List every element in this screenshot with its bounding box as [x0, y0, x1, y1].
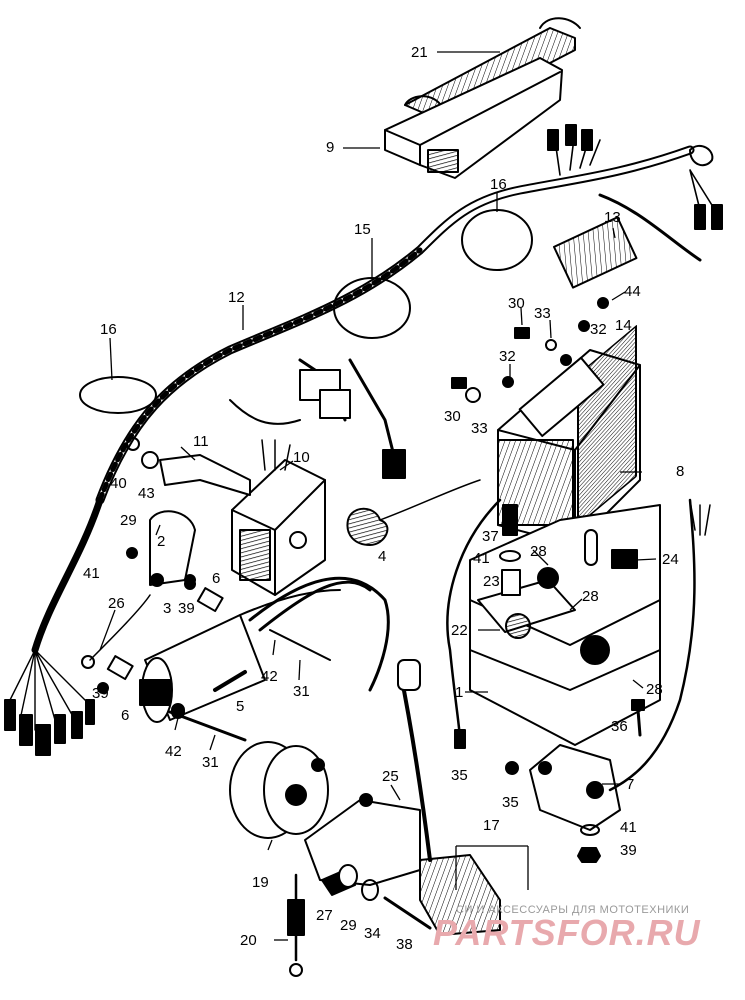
part-label-20: 20	[240, 932, 257, 949]
part-label-5: 5	[236, 698, 244, 715]
part-label-16: 16	[100, 321, 117, 338]
part-label-29: 29	[120, 512, 137, 529]
ignition-switch	[419, 854, 501, 936]
part-label-39: 39	[620, 842, 637, 859]
part-label-16: 16	[490, 176, 507, 193]
part-label-36: 36	[611, 718, 628, 735]
part-label-21: 21	[411, 44, 428, 61]
part-label-8: 8	[676, 463, 684, 480]
part-label-1: 1	[455, 684, 463, 701]
band-left	[79, 376, 157, 414]
part-label-3: 3	[163, 600, 171, 617]
part-label-24: 24	[662, 551, 679, 568]
part-label-27: 27	[316, 907, 333, 924]
part-label-4: 4	[378, 548, 386, 565]
watermark-caption: СИ И АКСЕССУАРЫ ДЛЯ МОТОТЕХНИКИ	[456, 904, 690, 916]
part-label-44: 44	[624, 283, 641, 300]
part-label-30: 30	[444, 408, 461, 425]
part-label-26: 26	[108, 595, 125, 612]
part-label-23: 23	[483, 573, 500, 590]
part-label-29: 29	[340, 917, 357, 934]
part-label-28: 28	[646, 681, 663, 698]
part-label-33: 33	[471, 420, 488, 437]
part-label-22: 22	[451, 622, 468, 639]
part-label-12: 12	[228, 289, 245, 306]
part-label-40: 40	[110, 475, 127, 492]
part-label-31: 31	[293, 683, 310, 700]
part-label-9: 9	[326, 139, 334, 156]
part-label-34: 34	[364, 925, 381, 942]
part-label-28: 28	[582, 588, 599, 605]
part-label-2: 2	[157, 533, 165, 550]
part-label-32: 32	[499, 348, 516, 365]
part-label-38: 38	[396, 936, 413, 953]
part-label-35: 35	[451, 767, 468, 784]
part-label-10: 10	[293, 449, 310, 466]
part-label-32: 32	[590, 321, 607, 338]
part-label-41: 41	[83, 565, 100, 582]
fuse-holder	[552, 216, 638, 289]
part-label-41: 41	[620, 819, 637, 836]
part-label-39: 39	[92, 685, 109, 702]
part-label-30: 30	[508, 295, 525, 312]
part-label-43: 43	[138, 485, 155, 502]
part-label-39: 39	[178, 600, 195, 617]
part-label-25: 25	[382, 768, 399, 785]
part-label-19: 19	[252, 874, 269, 891]
part-label-15: 15	[354, 221, 371, 238]
part-label-42: 42	[261, 668, 278, 685]
part-label-11: 11	[193, 433, 209, 450]
part-label-31: 31	[202, 754, 219, 771]
part-label-41: 41	[473, 550, 490, 567]
part-label-6: 6	[121, 707, 129, 724]
part-label-7: 7	[626, 776, 634, 793]
part-label-37: 37	[482, 528, 499, 545]
part-label-35: 35	[502, 794, 519, 811]
part-label-6: 6	[212, 570, 220, 587]
watermark-brand: PARTSFOR.RU	[433, 912, 701, 953]
part-label-42: 42	[165, 743, 182, 760]
part-label-33: 33	[534, 305, 551, 322]
leader-lines	[99, 51, 657, 941]
part-labels: 21 9 16 15 13 44 12 16 30 33 32 14 32 30…	[83, 44, 684, 953]
part-label-13: 13	[604, 209, 621, 226]
part-label-17: 17	[483, 817, 500, 834]
part-label-28: 28	[530, 543, 547, 560]
part-label-14: 14	[615, 317, 632, 334]
